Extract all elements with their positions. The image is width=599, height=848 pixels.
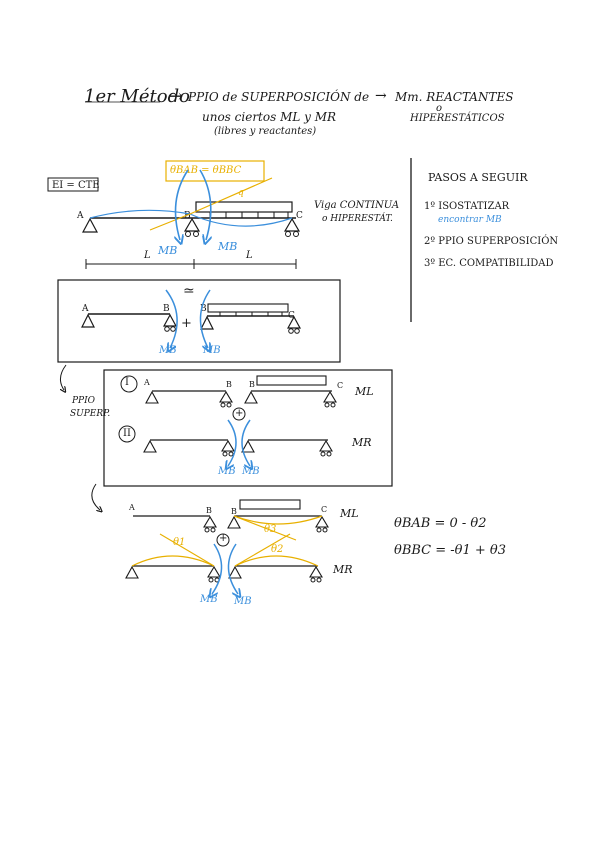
d3-node-a: A [144, 378, 150, 387]
ei-label: EI = CTE [52, 180, 100, 191]
step-1-note: encontrar MB [438, 215, 502, 225]
connector-arrow-1 [60, 364, 66, 390]
beam-label-2: o HIPERESTÁT. [322, 214, 393, 224]
d3-plus-circle [232, 407, 246, 421]
steps-title: PASOS A SEGUIR [428, 171, 528, 184]
subtitle-note: (libres y reactantes) [214, 126, 317, 137]
header-arrow-2: → [375, 88, 387, 104]
d4-theta-2: θ2 [271, 544, 284, 555]
d4-theta-1: θ1 [173, 537, 186, 548]
equation-2: θBBC = -θ1 + θ3 [394, 543, 507, 558]
d4-bottom-deflection-left [131, 555, 215, 567]
d4-moment-arrow-left [212, 543, 223, 594]
target-hiperestaticos: HIPERESTÁTICOS [410, 113, 505, 124]
step-1: 1º ISOSTATIZAR [424, 201, 510, 212]
d2-node-b-left: B [163, 304, 170, 314]
d1-span-right: L [246, 250, 253, 261]
target-reactantes: Mm. REACTANTES [395, 90, 514, 104]
d2-plus: + [181, 316, 192, 331]
subtitle-moments: unos ciertos ML y MR [202, 110, 337, 124]
d3-plus: + [235, 408, 244, 419]
d2-moment-arrow-right [199, 289, 210, 348]
d3-case1-load [256, 375, 327, 386]
d4-plus: + [219, 533, 228, 544]
d4-node-b-right: B [231, 507, 237, 516]
case-2-label: II [123, 428, 131, 439]
d4-bottom-deflection-right [234, 555, 319, 567]
d3-moment-arrow-left [228, 419, 237, 466]
d2-approx: ≃ [183, 283, 195, 299]
principle-title: PPIO de SUPERPOSICIÓN de [188, 90, 370, 104]
header-arrow: → [168, 86, 184, 107]
d4-mr: MR [333, 563, 353, 576]
d2-moment-arrow-left [165, 289, 178, 348]
d4-moment-arrow-right [227, 543, 238, 594]
load-label: q [238, 188, 244, 198]
d4-moment-left: MB [200, 594, 218, 605]
d1-support-b [183, 217, 201, 237]
d4-bottom-tangent-left [159, 533, 215, 567]
case-1-label: I [125, 377, 129, 388]
d3-moment-left: MB [218, 466, 236, 477]
d1-moment-right: MB [218, 240, 238, 253]
d1-tangent-yellow [149, 177, 273, 231]
d3-node-b-left: B [226, 380, 232, 389]
d1-node-b: B [184, 211, 191, 221]
d2-frame [57, 279, 341, 363]
d4-top-deflection [233, 515, 323, 525]
d3-frame [103, 369, 393, 487]
d4-top-load [239, 499, 301, 510]
d4-ml: ML [340, 507, 359, 520]
d3-node-c: C [337, 381, 344, 390]
d1-moment-left: MB [158, 244, 178, 257]
equation-1: θBAB = 0 - θ2 [394, 516, 487, 531]
d2-distributed-load [207, 303, 289, 316]
d2-support-c [286, 315, 302, 334]
d4-node-c: C [321, 505, 328, 514]
d2-support-a [81, 313, 95, 328]
d3-mr: MR [352, 436, 372, 449]
theta-equality-label: θBAB = θBBC [170, 165, 242, 176]
case-1-circle [120, 375, 138, 393]
target-or: o [436, 103, 443, 114]
ei-box [47, 177, 99, 192]
case-2-circle [118, 425, 136, 443]
d3-node-b-right: B [249, 380, 255, 389]
d1-moment-arrow-right [199, 169, 211, 240]
superposition-label-2: SUPERP. [70, 409, 111, 419]
connector-arrow-2 [91, 483, 100, 510]
d3-moment-arrow-right [241, 419, 250, 466]
d2-node-b-right: B [200, 304, 207, 314]
d1-node-c: C [296, 211, 303, 221]
d2-node-a: A [82, 304, 89, 314]
d2-support-b-left [162, 313, 178, 332]
d1-support-a [81, 217, 99, 233]
step-3: 3º EC. COMPATIBILIDAD [424, 258, 554, 269]
d4-node-a: A [129, 503, 135, 512]
superposition-label-1: PPIO [72, 396, 96, 406]
d2-support-b-right [200, 315, 214, 330]
d1-support-c [283, 217, 301, 237]
d3-moment-right: MB [242, 466, 260, 477]
d1-moment-arrow-left [176, 169, 189, 240]
d2-moment-right: MB [203, 345, 221, 356]
step-2: 2º PPIO SUPERPOSICIÓN [424, 236, 559, 247]
beam-label-1: Viga CONTINUA [314, 200, 400, 211]
d4-moment-right: MB [234, 596, 252, 607]
d1-distributed-load [195, 201, 293, 218]
d4-plus-circle [216, 533, 230, 547]
d3-ml: ML [355, 385, 374, 398]
theta-box [165, 160, 265, 182]
d1-node-a: A [77, 211, 84, 221]
d4-node-b-left: B [206, 506, 212, 515]
d4-bottom-tangent-right [234, 533, 291, 567]
d1-span-left: L [144, 250, 151, 261]
